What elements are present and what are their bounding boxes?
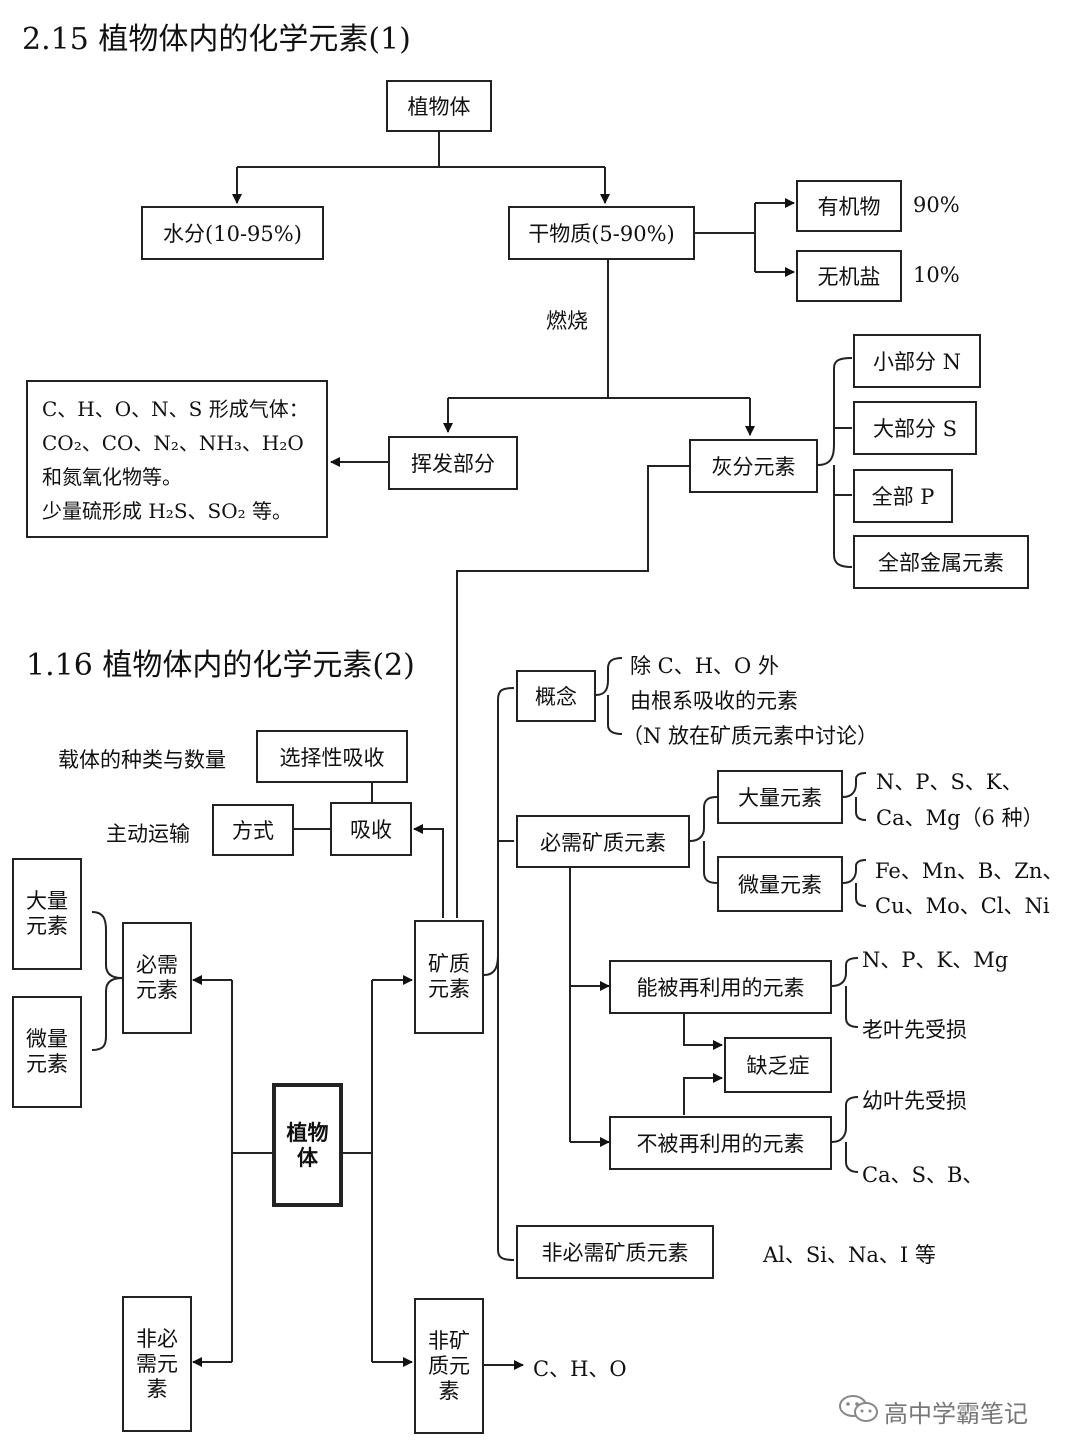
micro-line-1: Fe、Mn、B、Zn、 xyxy=(875,859,1064,883)
nonmineral-element-box: 非矿质元素 xyxy=(414,1298,484,1434)
gas-line-2: CO₂、CO、N₂、NH₃、H₂O xyxy=(42,431,304,455)
organic-box: 有机物 xyxy=(796,180,902,232)
burn-label: 燃烧 xyxy=(546,309,588,333)
mineral-element-box: 矿质元素 xyxy=(414,920,484,1034)
inorganic-pct: 10% xyxy=(913,263,960,287)
plant-center-box: 植物体 xyxy=(272,1083,343,1207)
old-leaf-label: 老叶先受损 xyxy=(862,1018,967,1042)
ash-item-p: 全部 P xyxy=(853,469,953,523)
carrier-label: 载体的种类与数量 xyxy=(58,748,226,772)
wechat-icon xyxy=(838,1394,880,1424)
gas-line-1: C、H、O、N、S 形成气体： xyxy=(42,397,309,421)
concept-line-1: 除 C、H、O 外 xyxy=(630,654,779,678)
active-transport-label: 主动运输 xyxy=(106,822,190,846)
concept-line-3: （N 放在矿质元素中讨论） xyxy=(622,724,879,748)
inorganic-box: 无机盐 xyxy=(796,250,902,302)
micro-line-2: Cu、Mo、Cl、Ni xyxy=(875,894,1050,918)
essential-element-box: 必需元素 xyxy=(122,922,192,1034)
essential-mineral-box: 必需矿质元素 xyxy=(516,815,690,868)
ash-item-n: 小部分 N xyxy=(853,334,981,388)
young-leaf-label: 幼叶先受损 xyxy=(862,1089,967,1113)
gas-info-box: C、H、O、N、S 形成气体： CO₂、CO、N₂、NH₃、H₂O 和氮氧化物等… xyxy=(26,380,328,538)
ash-item-metal: 全部金属元素 xyxy=(853,535,1029,589)
section2-title: 1.16 植物体内的化学元素(2) xyxy=(26,648,415,683)
plant-box: 植物体 xyxy=(386,80,492,132)
water-box: 水分(10-95%) xyxy=(141,206,324,260)
macro-line-2: Ca、Mg（6 种） xyxy=(876,806,1044,830)
absorb-box: 吸收 xyxy=(330,802,412,856)
watermark-text: 高中学霸笔记 xyxy=(884,1400,1028,1428)
nonessential-element-box: 非必需元素 xyxy=(122,1296,192,1432)
nonreusable-items: Ca、S、B、 xyxy=(862,1163,984,1187)
volatile-box: 挥发部分 xyxy=(388,436,518,490)
deficiency-box: 缺乏症 xyxy=(724,1037,832,1093)
organic-pct: 90% xyxy=(913,193,960,217)
ash-box: 灰分元素 xyxy=(689,439,818,493)
concept-line-2: 由根系吸收的元素 xyxy=(630,689,798,713)
macro-element-box: 大量元素 xyxy=(717,770,843,824)
macro-line-1: N、P、S、K、 xyxy=(876,770,1023,794)
selective-box: 选择性吸收 xyxy=(256,730,408,783)
concept-box: 概念 xyxy=(516,670,596,722)
left-macro-box: 大量元素 xyxy=(12,858,82,970)
gas-line-3: 和氮氧化物等。 xyxy=(42,465,182,489)
left-micro-box: 微量元素 xyxy=(12,996,82,1108)
method-box: 方式 xyxy=(212,804,294,856)
gas-line-4: 少量硫形成 H₂S、SO₂ 等。 xyxy=(42,499,292,523)
nonreusable-box: 不被再利用的元素 xyxy=(609,1116,832,1170)
reusable-box: 能被再利用的元素 xyxy=(609,960,832,1014)
nonessential-mineral-box: 非必需矿质元素 xyxy=(516,1225,714,1279)
dry-matter-box: 干物质(5-90%) xyxy=(508,206,695,260)
cho-label: C、H、O xyxy=(533,1357,627,1381)
ash-item-s: 大部分 S xyxy=(853,401,977,455)
section1-title: 2.15 植物体内的化学元素(1) xyxy=(22,22,411,57)
micro-element-box: 微量元素 xyxy=(717,856,843,912)
nonessential-items: Al、Si、Na、I 等 xyxy=(763,1243,936,1267)
reusable-items: N、P、K、Mg xyxy=(862,948,1009,972)
